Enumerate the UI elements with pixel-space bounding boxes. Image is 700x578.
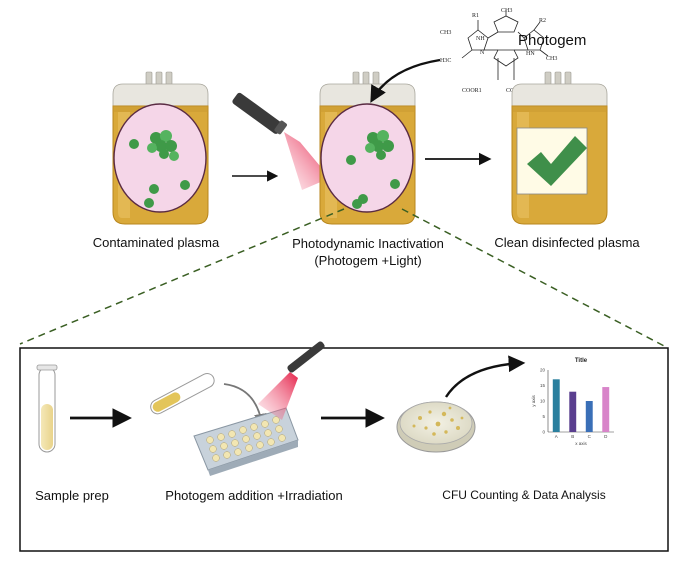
bacteria-cluster — [129, 130, 190, 208]
contaminated-plasma-bag — [112, 71, 209, 225]
photogem-atom-labels: R1 R2 CH3 CH3 H3C CH3 NH HN N COOR1 COOR… — [440, 8, 557, 94]
svg-text:H3C: H3C — [440, 58, 451, 64]
well-plate — [193, 407, 299, 476]
chart-bar — [569, 391, 577, 432]
svg-text:CH3: CH3 — [440, 30, 451, 36]
photogem-arrow — [370, 58, 441, 103]
label-clean-plasma: Clean disinfected plasma — [494, 235, 640, 250]
label-cfu-counting: CFU Counting & Data Analysis — [442, 488, 606, 502]
clean-plasma-bag — [511, 71, 608, 225]
label-pdi: Photodynamic Inactivation (Photogem +Lig… — [292, 235, 444, 269]
svg-text:CH3: CH3 — [546, 56, 557, 62]
svg-text:CH3: CH3 — [501, 8, 512, 14]
svg-text:COOR1: COOR1 — [462, 88, 482, 94]
sample-tube — [36, 364, 58, 453]
photogem-molecule — [461, 10, 549, 80]
chart-x-tick-label: C — [588, 434, 592, 439]
chart-title: Title — [575, 358, 588, 364]
zoom-line-left — [19, 208, 345, 345]
svg-text:HN: HN — [526, 51, 535, 57]
mini-bar-chart: Title 0 5 10 15 20A B C Dx axis y axis — [531, 358, 614, 446]
chart-y-tick-label: 20 — [540, 368, 546, 373]
plate-laser — [258, 341, 325, 420]
chart-y-axis-label: y axis — [531, 395, 536, 407]
chart-x-tick-label: D — [604, 434, 608, 439]
chart-bar — [602, 387, 610, 432]
workflow-panel — [19, 347, 669, 552]
pdi-plasma-bag — [319, 71, 416, 225]
chart-y-tick-label: 5 — [542, 414, 545, 419]
chart-y-tick-label: 10 — [540, 399, 546, 404]
laser-device — [232, 92, 330, 190]
chart-x-tick-label: B — [571, 434, 574, 439]
analysis-arrow — [444, 355, 526, 398]
chart-y-tick-label: 0 — [542, 430, 545, 435]
chart-y-tick-label: 15 — [540, 383, 546, 388]
label-pdi-line2: (Photogem +Light) — [314, 253, 422, 268]
label-photogem: Photogem — [518, 32, 587, 49]
svg-text:NH: NH — [476, 36, 485, 42]
bacteria-cluster — [346, 130, 400, 209]
label-sample-prep: Sample prep — [35, 488, 109, 503]
svg-text:N: N — [480, 50, 485, 56]
svg-text:R1: R1 — [472, 13, 479, 19]
label-photogem-addition: Photogem addition +Irradiation — [165, 488, 343, 503]
plate-laser-beam — [258, 372, 298, 420]
checkmark-icon — [527, 136, 587, 186]
label-pdi-line1: Photodynamic Inactivation — [292, 236, 444, 251]
label-contaminated-plasma: Contaminated plasma — [92, 235, 220, 250]
chart-x-tick-label: A — [555, 434, 558, 439]
chart-x-axis-label: x axis — [575, 441, 587, 446]
chart-bar — [585, 401, 593, 432]
laser-beam — [284, 132, 330, 190]
photogem-tube — [150, 373, 215, 415]
zoom-line-right — [401, 208, 669, 349]
petri-dish — [396, 401, 476, 453]
chart-bar — [552, 379, 560, 432]
svg-text:R2: R2 — [539, 18, 546, 24]
